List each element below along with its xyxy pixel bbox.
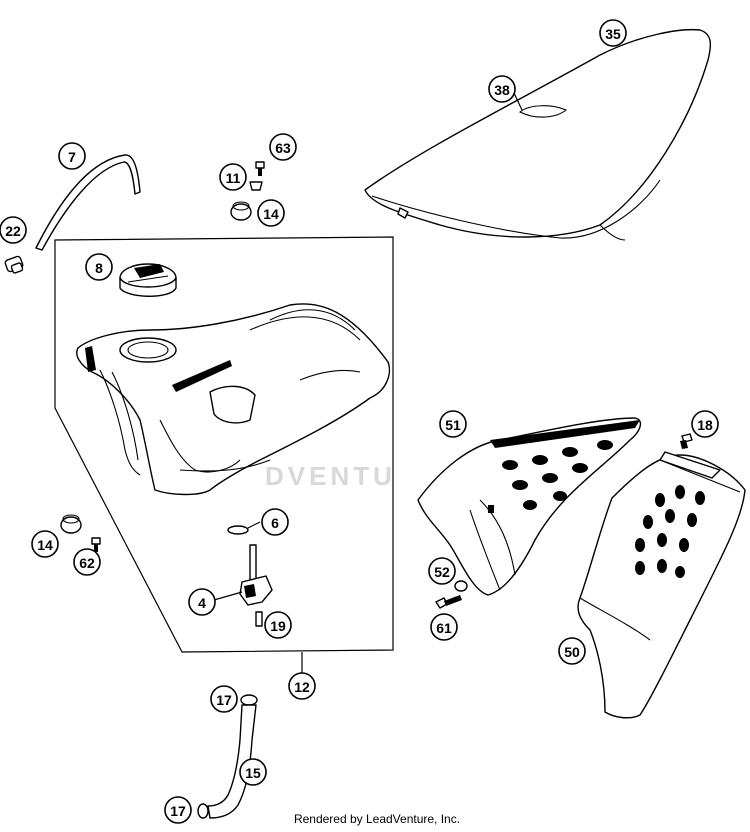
callout-circle xyxy=(269,133,297,161)
callout-circle xyxy=(210,685,238,713)
callout-17[interactable]: 17 xyxy=(164,796,192,824)
callout-14[interactable]: 14 xyxy=(31,530,59,558)
screw-left-part[interactable] xyxy=(91,537,101,552)
callout-label: 14 xyxy=(263,206,279,222)
callout-label: 14 xyxy=(37,537,53,553)
callout-circle xyxy=(264,611,292,639)
callout-7[interactable]: 7 xyxy=(58,142,86,170)
callout-15[interactable]: 15 xyxy=(239,758,267,786)
rubber-bushing-part[interactable] xyxy=(230,201,252,221)
fuel-tap-part[interactable] xyxy=(239,544,273,627)
callout-circle xyxy=(31,530,59,558)
screw-part[interactable] xyxy=(255,161,265,176)
callout-circle xyxy=(239,758,267,786)
callout-label: 52 xyxy=(434,564,450,580)
callout-label: 35 xyxy=(605,26,621,42)
callout-label: 61 xyxy=(436,620,452,636)
callout-17[interactable]: 17 xyxy=(210,685,238,713)
callout-circle xyxy=(261,508,289,536)
callout-12[interactable]: 12 xyxy=(288,672,316,700)
seat-part[interactable] xyxy=(364,28,712,241)
washer-part[interactable] xyxy=(454,580,468,592)
callout-label: 6 xyxy=(271,515,279,531)
callout-52[interactable]: 52 xyxy=(428,557,456,585)
callout-label: 15 xyxy=(245,765,261,781)
callout-circle xyxy=(164,796,192,824)
hose-clamp-bottom-part[interactable] xyxy=(197,803,209,819)
callout-circle xyxy=(430,613,458,641)
footer-credit: Rendered by LeadVenture, Inc. xyxy=(293,812,461,826)
filler-cap-part[interactable] xyxy=(119,263,177,297)
callout-label: 7 xyxy=(68,149,76,165)
callout-label: 38 xyxy=(494,82,510,98)
callout-label: 4 xyxy=(198,595,206,611)
callout-circle xyxy=(0,216,27,244)
callout-38[interactable]: 38 xyxy=(488,75,516,103)
callout-6[interactable]: 6 xyxy=(261,508,289,536)
callout-label: 50 xyxy=(564,644,580,660)
o-ring-part[interactable] xyxy=(227,525,249,535)
vent-valve-part[interactable] xyxy=(4,255,24,274)
callout-circle xyxy=(288,672,316,700)
rubber-bushing-left-part[interactable] xyxy=(60,514,82,534)
callout-50[interactable]: 50 xyxy=(558,637,586,665)
callout-18[interactable]: 18 xyxy=(691,410,719,438)
callout-circle xyxy=(558,637,586,665)
callout-label: 11 xyxy=(226,170,241,186)
callout-label: 51 xyxy=(445,417,461,433)
callout-11[interactable]: 11 xyxy=(219,163,247,191)
callout-61[interactable]: 61 xyxy=(430,613,458,641)
callout-label: 22 xyxy=(5,223,21,239)
callout-14[interactable]: 14 xyxy=(257,199,285,227)
callout-circle xyxy=(599,19,627,47)
screw-spoiler-part[interactable] xyxy=(435,595,462,609)
callout-19[interactable]: 19 xyxy=(264,611,292,639)
callout-circle xyxy=(691,410,719,438)
callout-label: 8 xyxy=(95,260,103,276)
callout-label: 19 xyxy=(270,618,286,634)
callout-4[interactable]: 4 xyxy=(188,588,216,616)
nut-part[interactable] xyxy=(249,181,263,191)
hose-clamp-top-part[interactable] xyxy=(240,694,258,706)
callout-35[interactable]: 35 xyxy=(599,19,627,47)
callout-62[interactable]: 62 xyxy=(73,548,101,576)
callout-label: 63 xyxy=(275,140,291,156)
screw-right-part[interactable] xyxy=(680,433,693,449)
callout-circle xyxy=(188,588,216,616)
callout-circle xyxy=(488,75,516,103)
callout-label: 17 xyxy=(216,692,232,708)
radiator-spoiler-left-part[interactable] xyxy=(417,417,642,596)
tank-assembly-frame xyxy=(54,236,394,653)
callout-63[interactable]: 63 xyxy=(269,133,297,161)
callout-label: 62 xyxy=(79,555,95,571)
callout-51[interactable]: 51 xyxy=(439,410,467,438)
callout-circle xyxy=(58,142,86,170)
callout-8[interactable]: 8 xyxy=(85,253,113,281)
fuel-tank-part[interactable] xyxy=(76,303,391,496)
callouts-layer: 35 38 7 63 11 14 22 8 18 51 6 14 62 4 19 52 61 50 12 17 15 17 xyxy=(0,19,719,824)
radiator-spoiler-right-part[interactable] xyxy=(577,451,746,719)
callout-label: 12 xyxy=(294,679,310,695)
callout-circle xyxy=(439,410,467,438)
callout-circle xyxy=(428,557,456,585)
vent-hose-part[interactable] xyxy=(35,154,141,251)
callout-circle xyxy=(73,548,101,576)
callout-label: 17 xyxy=(170,803,186,819)
callout-circle xyxy=(85,253,113,281)
callout-22[interactable]: 22 xyxy=(0,216,27,244)
callout-circle xyxy=(257,199,285,227)
callout-label: 18 xyxy=(697,417,713,433)
watermark-text: DVENTU xyxy=(265,461,396,491)
callout-circle xyxy=(219,163,247,191)
